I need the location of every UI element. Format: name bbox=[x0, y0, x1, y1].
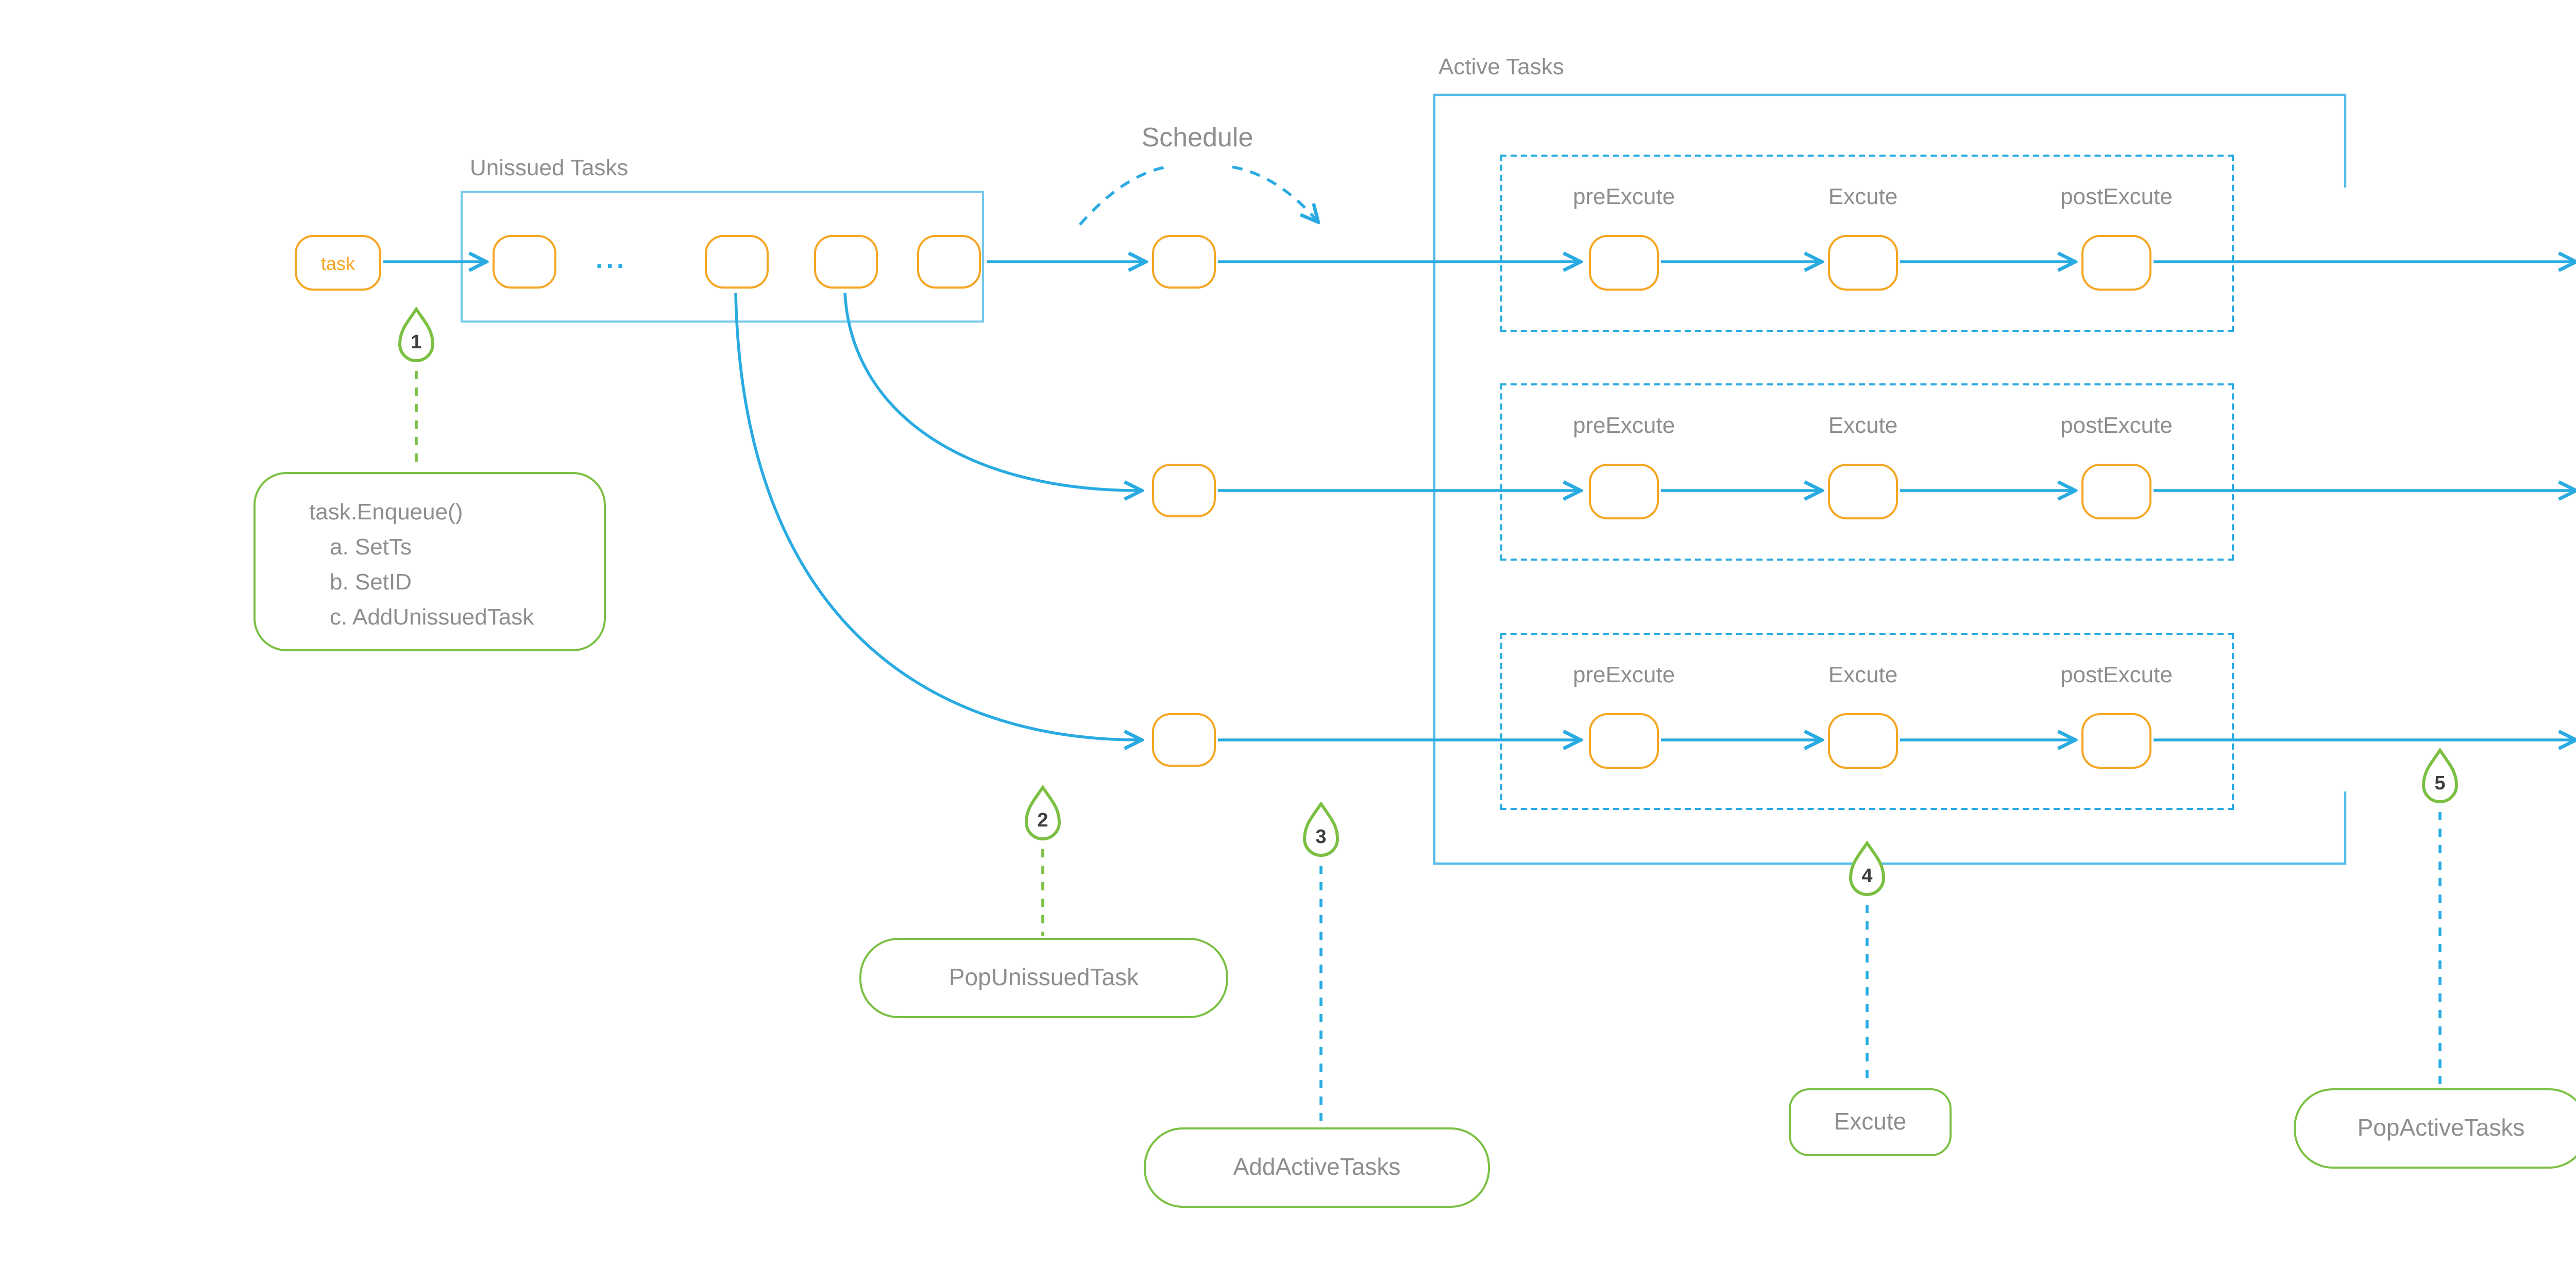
queue-ellipsis: ... bbox=[596, 243, 628, 274]
pin-icon bbox=[1849, 841, 1886, 896]
schedule-label: Schedule bbox=[1141, 122, 1253, 153]
pre-excute-node-row1 bbox=[1589, 235, 1659, 291]
row2-arrows bbox=[843, 292, 2574, 491]
execution-box-row1 bbox=[1500, 155, 2234, 332]
execution-box-row3 bbox=[1500, 633, 2234, 810]
execution-box-row2 bbox=[1500, 383, 2234, 561]
marker-connectors bbox=[415, 371, 2442, 1125]
callout-enqueue: task.Enqueue() a. SetTs b. SetID c. AddU… bbox=[253, 472, 606, 651]
pin-icon bbox=[1024, 785, 1061, 840]
curve-unissued-to-sched2 bbox=[843, 292, 1140, 491]
excute-node-row1 bbox=[1828, 235, 1898, 291]
pin-icon bbox=[2421, 748, 2459, 803]
excute-label-row2: Excute bbox=[1828, 414, 1898, 439]
row3-arrows bbox=[734, 292, 2574, 740]
unissued-node-1 bbox=[493, 235, 556, 289]
curve-unissued-to-sched3 bbox=[734, 292, 1140, 740]
schedule-arc-left bbox=[1078, 165, 1167, 226]
excute-node-row2 bbox=[1828, 464, 1898, 519]
pre-excute-label-row3: preExcute bbox=[1572, 664, 1675, 688]
marker-2: 2 bbox=[1018, 785, 1067, 847]
post-excute-node-row2 bbox=[2081, 464, 2151, 519]
callout-enqueue-line3: b. SetID bbox=[330, 571, 412, 596]
task-node: task bbox=[295, 235, 381, 291]
schedule-arc-right bbox=[1232, 165, 1317, 221]
active-tasks-bracket bbox=[1433, 93, 2347, 865]
post-excute-label-row3: postExcute bbox=[2060, 664, 2173, 688]
active-tasks-label: Active Tasks bbox=[1438, 56, 1564, 80]
post-excute-label-row2: postExcute bbox=[2060, 414, 2173, 439]
scheduled-node-row3 bbox=[1152, 713, 1216, 767]
marker-4-number: 4 bbox=[1861, 866, 1873, 888]
excute-label-row1: Excute bbox=[1828, 185, 1898, 210]
unissued-tasks-bracket bbox=[461, 191, 984, 323]
marker-3-number: 3 bbox=[1315, 826, 1327, 849]
excute-label-row3: Excute bbox=[1828, 664, 1898, 688]
excute-node-row3 bbox=[1828, 713, 1898, 769]
callout-pop-unissued-task: PopUnissuedTask bbox=[859, 938, 1228, 1018]
pre-excute-label-row1: preExcute bbox=[1572, 185, 1675, 210]
callout-add-active-tasks: AddActiveTasks bbox=[1144, 1127, 1490, 1208]
unissued-node-2 bbox=[705, 235, 769, 289]
marker-1-number: 1 bbox=[411, 332, 422, 355]
marker-3: 3 bbox=[1296, 802, 1346, 864]
marker-4: 4 bbox=[1842, 841, 1892, 903]
marker-2-number: 2 bbox=[1037, 810, 1048, 833]
unissued-node-3 bbox=[814, 235, 878, 289]
unissued-node-4 bbox=[917, 235, 981, 289]
scheduled-node-row2 bbox=[1152, 464, 1216, 517]
task-node-label: task bbox=[320, 252, 355, 273]
pre-excute-node-row2 bbox=[1589, 464, 1659, 519]
callout-enqueue-line4: c. AddUnissuedTask bbox=[330, 606, 534, 631]
post-excute-label-row1: postExcute bbox=[2060, 185, 2173, 210]
callout-excute: Excute bbox=[1789, 1088, 1952, 1156]
callout-enqueue-line2: a. SetTs bbox=[330, 536, 412, 561]
marker-5-number: 5 bbox=[2434, 773, 2446, 796]
pin-icon bbox=[398, 307, 435, 362]
post-excute-node-row1 bbox=[2081, 235, 2151, 291]
pre-excute-node-row3 bbox=[1589, 713, 1659, 769]
callout-enqueue-line1: task.Enqueue() bbox=[309, 501, 463, 526]
callout-pop-active-tasks: PopActiveTasks bbox=[2294, 1088, 2576, 1169]
marker-1: 1 bbox=[392, 307, 441, 369]
pre-excute-label-row2: preExcute bbox=[1572, 414, 1675, 439]
pin-icon bbox=[1302, 802, 1340, 857]
post-excute-node-row3 bbox=[2081, 713, 2151, 769]
schedule-arcs bbox=[1078, 165, 1317, 226]
unissued-tasks-label: Unissued Tasks bbox=[470, 157, 629, 181]
scheduled-node-row1 bbox=[1152, 235, 1216, 289]
marker-5: 5 bbox=[2415, 748, 2465, 810]
